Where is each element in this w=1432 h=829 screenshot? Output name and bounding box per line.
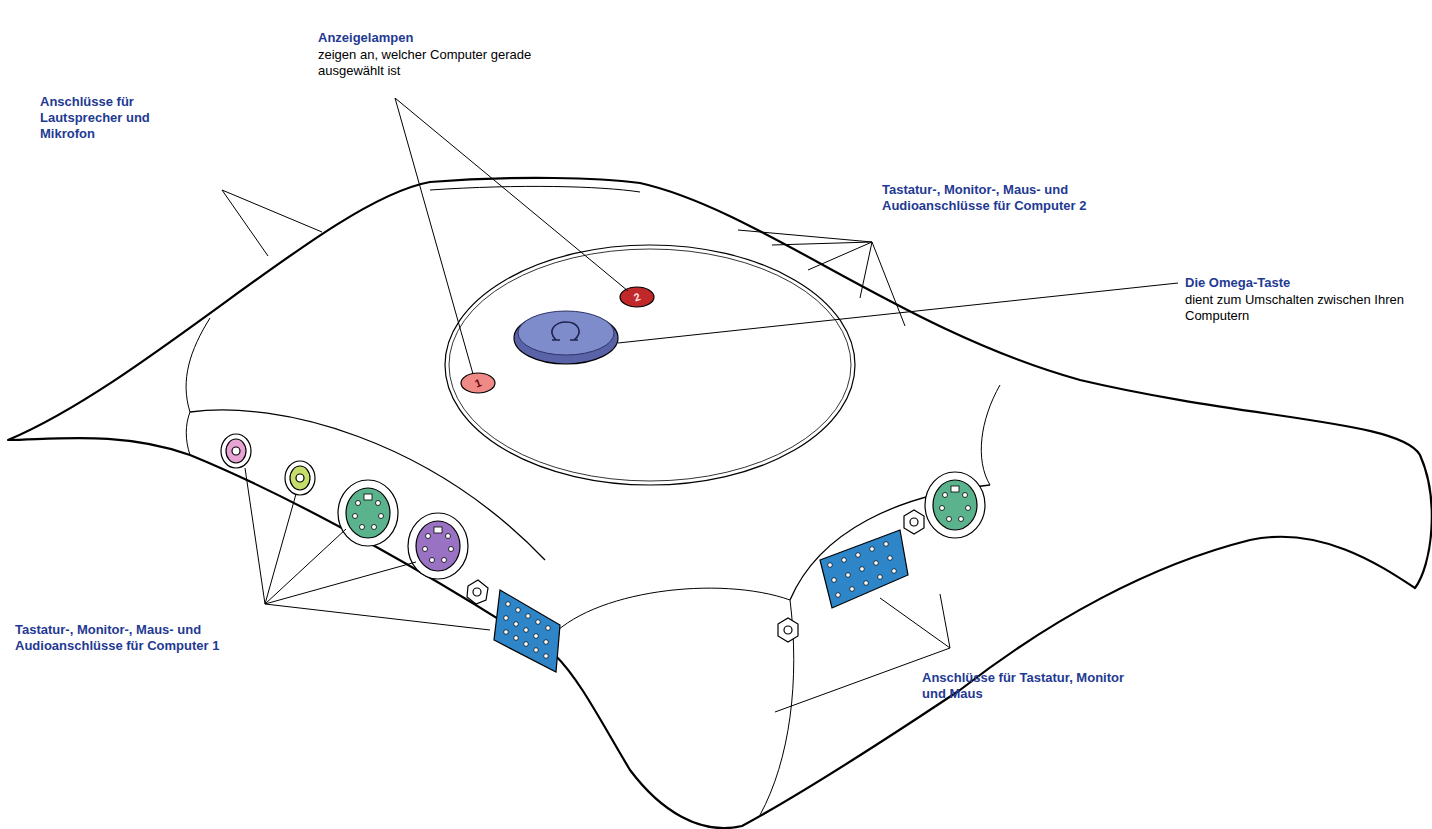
top-ridge [430, 186, 640, 192]
hex-nut [467, 580, 488, 604]
lamp-2 [620, 287, 654, 307]
callout-heading: Tastatur-, Monitor-, Maus- und Audioansc… [15, 622, 280, 654]
nut-hole [910, 518, 918, 526]
callout-heading: Tastatur-, Monitor-, Maus- und Audioansc… [882, 182, 1152, 214]
ps2-port [933, 480, 977, 530]
leader-line [738, 230, 905, 326]
lamp-1 [461, 373, 495, 393]
jack-hole [296, 474, 304, 482]
leader-line [395, 98, 628, 374]
callout-note: dient zum Umschalten zwischen Ihren Comp… [1185, 292, 1423, 324]
ports-computer-1 [221, 434, 560, 672]
vga-port [494, 590, 560, 672]
leader-line [222, 190, 322, 256]
audio-ring [285, 461, 315, 495]
vga-pins [504, 602, 551, 659]
left-wing-bevel [186, 318, 210, 412]
vga-port [820, 530, 908, 608]
nut-hole [473, 588, 481, 596]
ps2-ring [925, 472, 985, 538]
nut-hole [784, 626, 792, 634]
callout-heading: Anzeigelampen [318, 30, 413, 46]
housing [8, 178, 1432, 828]
hex-nut [778, 618, 798, 642]
ps2-ring [408, 513, 468, 579]
left-face-rim [190, 410, 545, 560]
keyboard-port [416, 521, 460, 571]
vga-pins [828, 542, 897, 598]
callout-note: zeigen an, welcher Computer gerade ausge… [318, 47, 533, 79]
mouse-port [346, 488, 390, 538]
callout-heading: Die Omega-Taste [1185, 275, 1290, 291]
hex-nut [904, 510, 924, 534]
button-cap [518, 311, 614, 355]
right-wing-bevel [981, 385, 1000, 485]
front-lobe-rim [548, 588, 790, 640]
mic-jack [226, 439, 246, 463]
leader-line [245, 468, 490, 630]
ps2-ring [338, 480, 398, 546]
button-base [514, 312, 618, 364]
speaker-jack [290, 466, 310, 490]
omega-symbol [552, 322, 579, 340]
omega-button [514, 311, 618, 364]
callout-heading: Anschlüsse für Tastatur, Monitor und Mau… [922, 670, 1137, 702]
callout-heading: Anschlüsse für Lautsprecher und Mikrofon [40, 94, 170, 142]
leader-line [618, 283, 1178, 343]
top-disc [445, 245, 855, 485]
indicator-lamps [461, 287, 654, 393]
ps2-pins [940, 486, 971, 522]
top-disc-inner [449, 249, 851, 481]
left-lobe-rim [186, 412, 190, 455]
leader-lines [222, 98, 1178, 712]
ps2-pins [353, 494, 454, 563]
ports-shared [778, 472, 985, 642]
housing-outline [8, 178, 1432, 828]
audio-ring [221, 434, 251, 468]
jack-hole [232, 447, 240, 455]
